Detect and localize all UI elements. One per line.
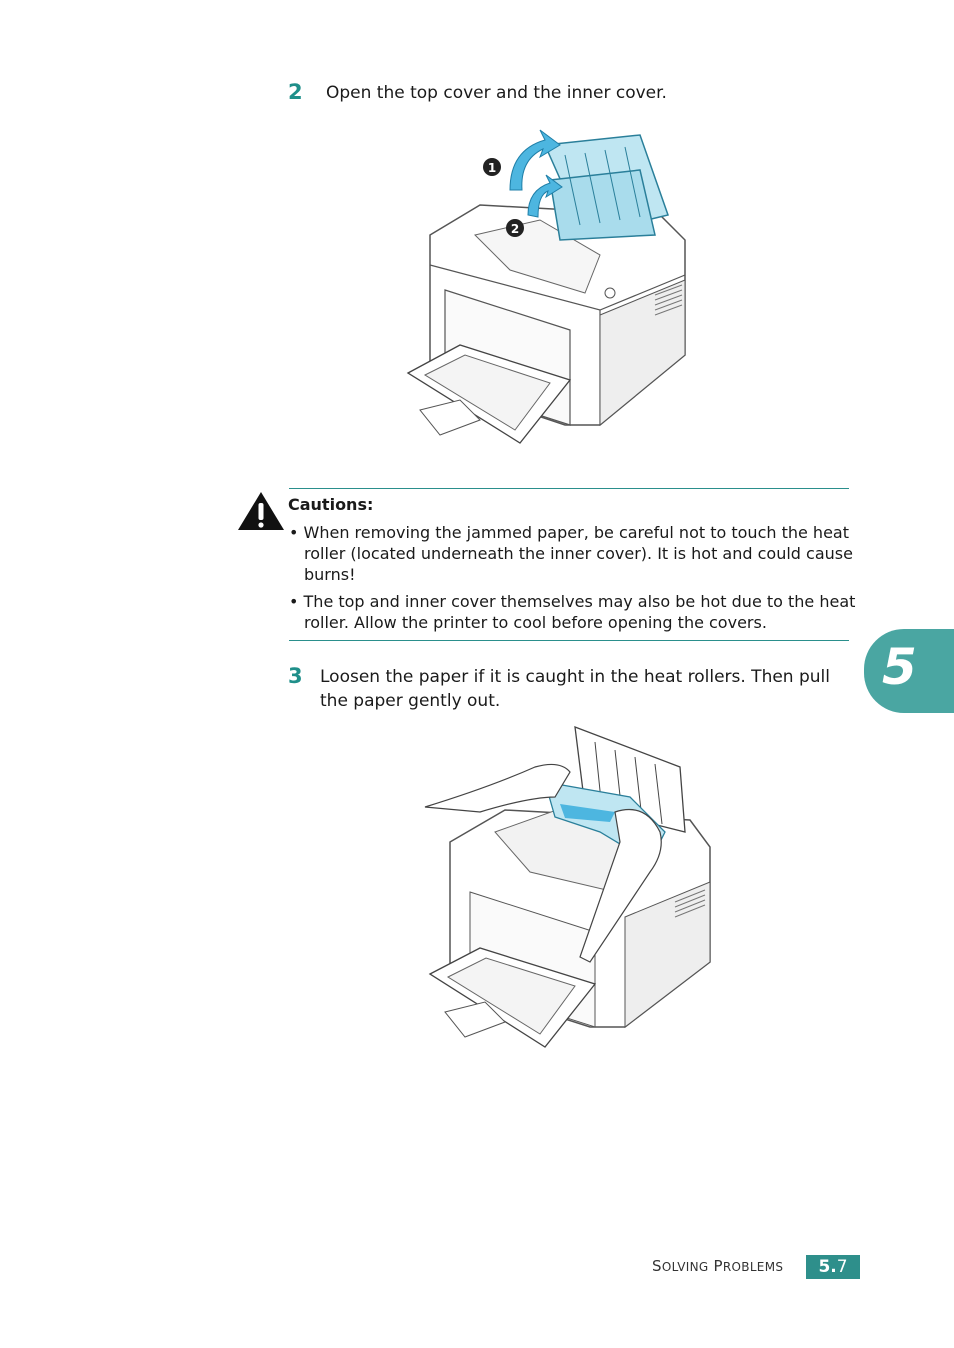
step-text-line: Loosen the paper if it is caught in the … — [320, 667, 830, 687]
footer-word-initial: P — [713, 1257, 723, 1275]
step-number: 3 — [288, 664, 303, 688]
caution-item: • The top and inner cover themselves may… — [289, 592, 856, 632]
footer-section-title: SOLVING PROBLEMS — [652, 1257, 783, 1275]
chapter-number: 5 — [882, 638, 917, 696]
callout-2: 2 — [511, 222, 519, 236]
page-number-chapter: 5. — [818, 1257, 837, 1277]
page-number: 5.7 — [806, 1255, 860, 1279]
step-text-line: the paper gently out. — [320, 691, 501, 711]
step-text: Loosen the paper if it is caught in the … — [320, 665, 860, 713]
warning-icon — [238, 492, 284, 530]
caution-title: Cautions: — [288, 495, 374, 514]
page-number-page: 7 — [836, 1257, 848, 1277]
step-text: Open the top cover and the inner cover. — [326, 83, 667, 103]
printer-paper-removal-illustration — [424, 726, 711, 1048]
footer-word-rest: OLVING — [661, 1260, 709, 1274]
caution-top-rule — [289, 488, 849, 489]
printer-open-cover-illustration: 1 2 — [406, 129, 686, 444]
caution-bottom-rule — [289, 640, 849, 641]
callout-1: 1 — [488, 161, 496, 175]
caution-item: • When removing the jammed paper, be car… — [289, 523, 853, 584]
footer-word-rest: ROBLEMS — [722, 1260, 784, 1274]
footer-word-initial: S — [652, 1257, 662, 1275]
chapter-tab — [864, 629, 954, 713]
step-number: 2 — [288, 80, 303, 104]
